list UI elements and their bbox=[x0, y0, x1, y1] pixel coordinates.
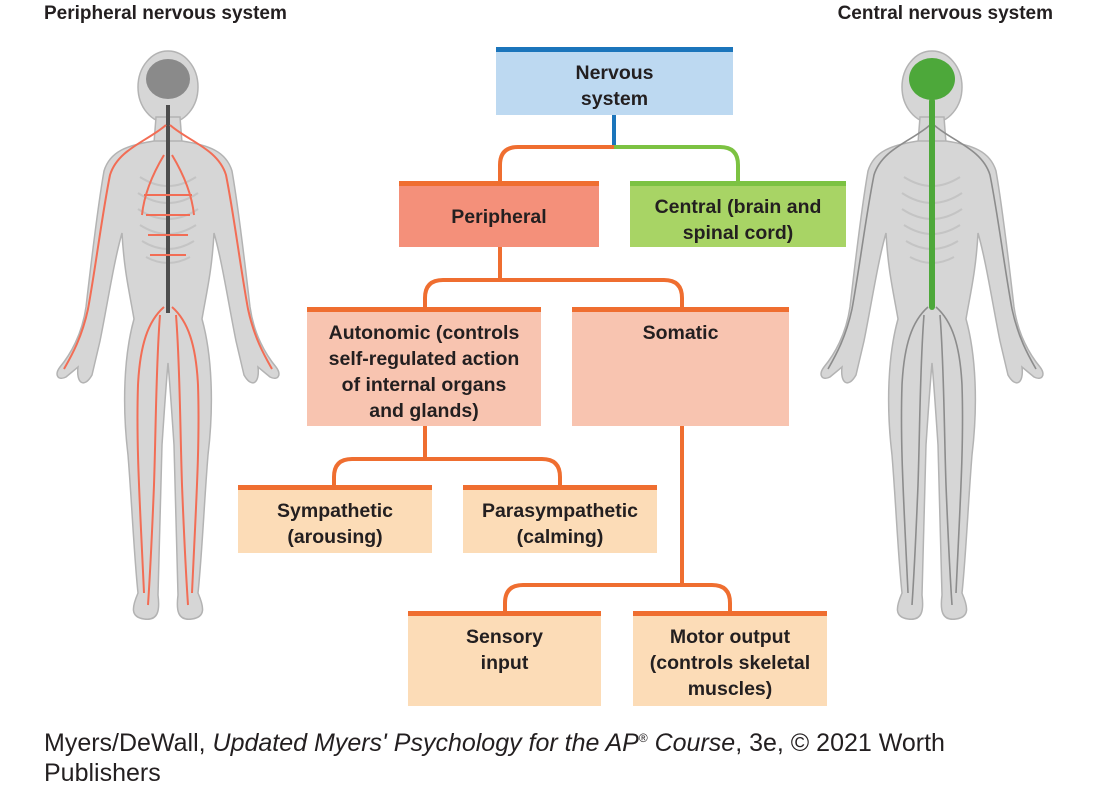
credit-rest: , 3e, © 2021 Worth bbox=[735, 729, 945, 757]
credit-title-part2: Course bbox=[647, 729, 736, 757]
autonomic-line-3: of internal organs bbox=[341, 374, 507, 396]
parasympathetic-line-2: (calming) bbox=[516, 526, 604, 548]
credit-authors: Myers/DeWall, bbox=[44, 729, 213, 757]
somatic-label: Somatic bbox=[642, 322, 719, 344]
parasympathetic-box: Parasympathetic (calming) bbox=[463, 485, 657, 553]
sympathetic-line-1: Sympathetic bbox=[277, 500, 393, 522]
central-line-2: spinal cord) bbox=[682, 222, 794, 244]
autonomic-line-2: self-regulated action bbox=[328, 348, 520, 370]
central-branch-line bbox=[614, 145, 740, 181]
central-box: Central (brain and spinal cord) bbox=[630, 181, 846, 247]
parasympathetic-line-1: Parasympathetic bbox=[481, 500, 639, 522]
nervous-line-1: Nervous bbox=[575, 62, 654, 84]
left-brain bbox=[146, 59, 190, 99]
credit-title-part1: Updated Myers' Psychology for the AP bbox=[212, 729, 639, 757]
sensory-line-2: input bbox=[480, 652, 529, 674]
peripheral-heading: Peripheral nervous system bbox=[44, 3, 287, 24]
peripheral-branch-line bbox=[498, 145, 614, 181]
credit-line2: Publishers bbox=[44, 759, 161, 787]
somatic-box: Somatic bbox=[572, 307, 789, 426]
motor-line-2: (controls skeletal bbox=[649, 652, 811, 674]
nervous-system-box: Nervous system bbox=[496, 47, 733, 115]
motor-branch-line bbox=[682, 583, 732, 613]
nervous-line-2: system bbox=[580, 88, 649, 110]
somatic-branch-line bbox=[500, 278, 684, 309]
autonomic-line-1: Autonomic (controls bbox=[328, 322, 520, 344]
autonomic-branch-line bbox=[423, 278, 500, 309]
sympathetic-line-2: (arousing) bbox=[287, 526, 383, 548]
parasympathetic-branch-line bbox=[425, 457, 562, 487]
motor-output-box: Motor output (controls skeletal muscles) bbox=[633, 611, 827, 706]
peripheral-box: Peripheral bbox=[399, 181, 599, 247]
sympathetic-branch-line bbox=[332, 457, 425, 487]
sensory-branch-line bbox=[503, 583, 682, 613]
right-brain-green bbox=[909, 58, 955, 100]
credit-registered-mark: ® bbox=[638, 731, 648, 745]
left-peripheral-nerves bbox=[63, 124, 273, 606]
source-credit: Myers/DeWall, Updated Myers' Psychology … bbox=[44, 723, 1044, 788]
central-heading: Central nervous system bbox=[837, 3, 1053, 24]
right-peripheral-nerves-gray bbox=[827, 124, 1037, 606]
sensory-line-1: Sensory bbox=[466, 626, 543, 648]
motor-line-1: Motor output bbox=[669, 626, 791, 648]
autonomic-line-4: and glands) bbox=[369, 400, 479, 422]
central-nervous-system-figure bbox=[820, 50, 1044, 620]
autonomic-box: Autonomic (controls self-regulated actio… bbox=[307, 307, 541, 426]
sympathetic-box: Sympathetic (arousing) bbox=[238, 485, 432, 553]
motor-line-3: muscles) bbox=[687, 678, 773, 700]
peripheral-nervous-system-figure bbox=[56, 50, 280, 620]
central-line-1: Central (brain and bbox=[654, 196, 822, 218]
peripheral-label: Peripheral bbox=[451, 205, 547, 228]
sensory-input-box: Sensory input bbox=[408, 611, 601, 706]
